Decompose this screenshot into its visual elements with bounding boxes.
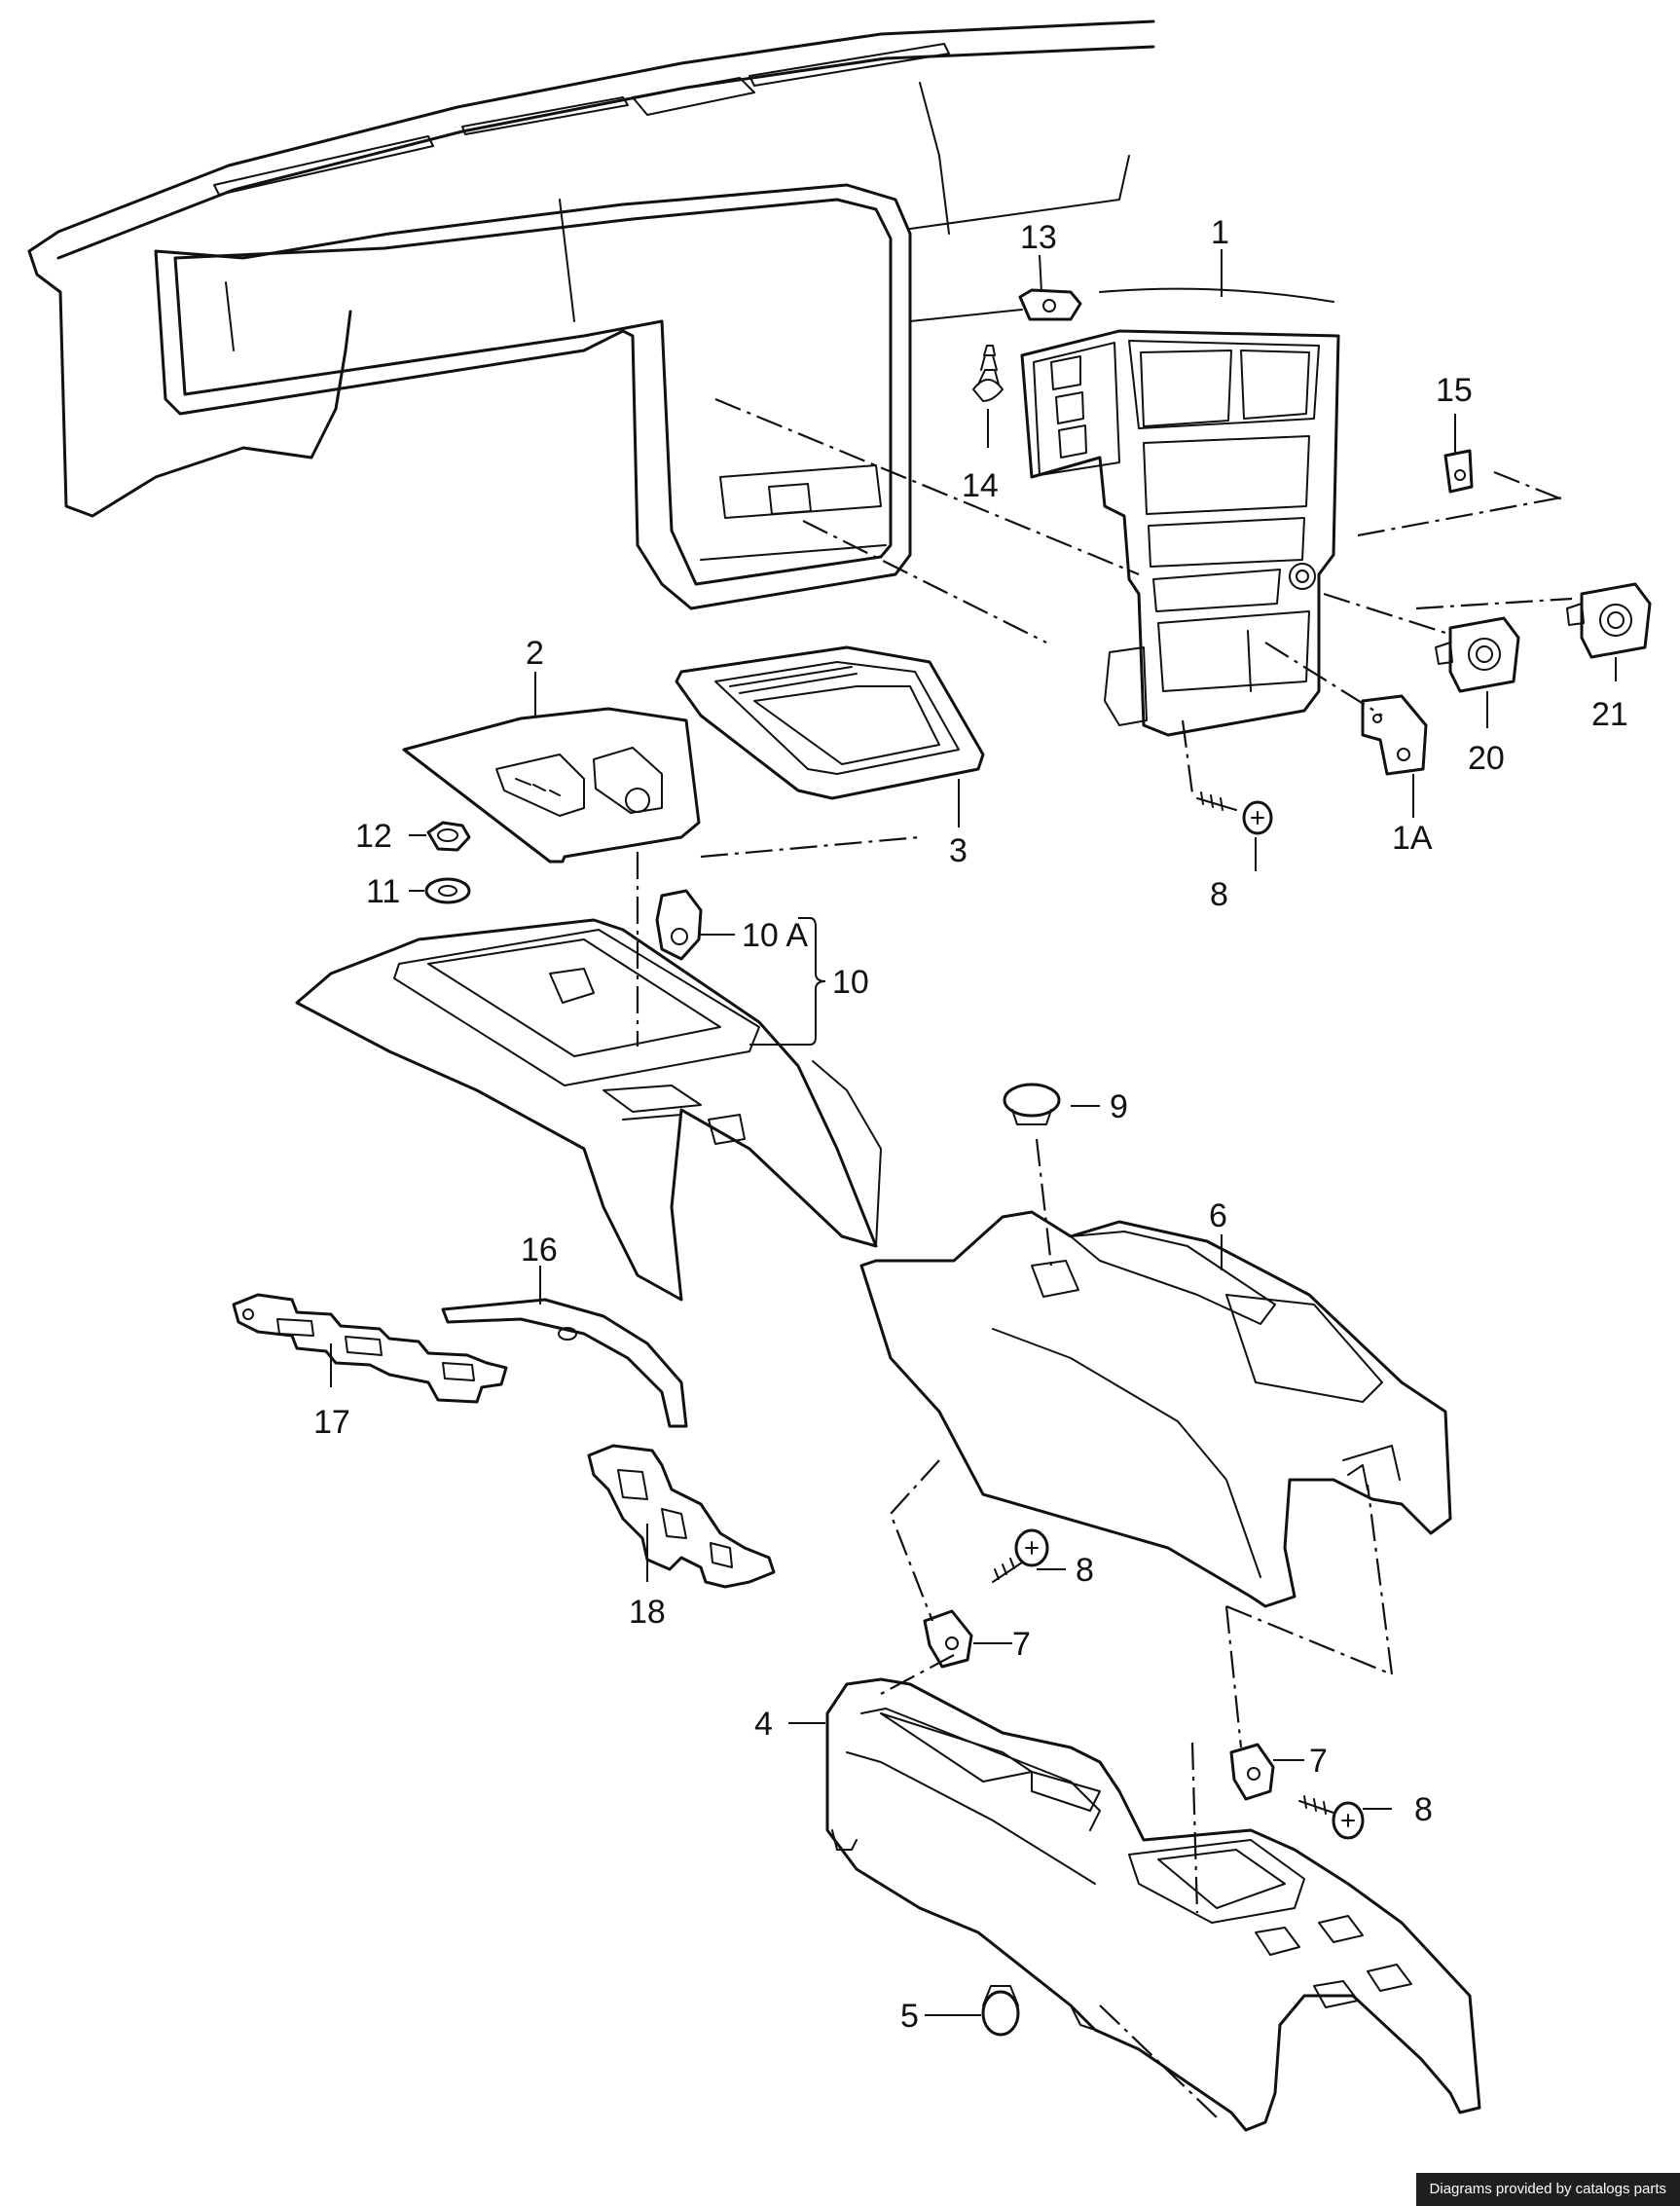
part-11-washer bbox=[424, 877, 471, 904]
part-4-lower-console bbox=[825, 1677, 1481, 2132]
part-1A-bracket bbox=[1361, 694, 1428, 776]
callout-6: 6 bbox=[1209, 1197, 1227, 1234]
part-20-switch bbox=[1435, 616, 1520, 693]
callout-9: 9 bbox=[1110, 1088, 1128, 1125]
part-6-console-cover bbox=[859, 1210, 1452, 1608]
callout-10A: 10 A bbox=[742, 917, 808, 954]
callout-4: 4 bbox=[754, 1706, 773, 1743]
callout-14: 14 bbox=[962, 467, 999, 504]
callout-7-top: 7 bbox=[1012, 1626, 1031, 1663]
part-17-bracket bbox=[232, 1293, 508, 1404]
part-3-trim-frame bbox=[675, 645, 985, 800]
callout-12: 12 bbox=[355, 818, 392, 855]
callout-5: 5 bbox=[900, 1998, 919, 2035]
callout-labels: 1 1A 2 3 4 5 6 7 7 8 8 8 9 10 10 A 11 12… bbox=[313, 214, 1628, 2035]
part-7-speed-nut-top bbox=[923, 1609, 973, 1669]
callout-1: 1 bbox=[1211, 214, 1229, 251]
part-7-speed-nut-bottom bbox=[1229, 1743, 1275, 1801]
callout-20: 20 bbox=[1468, 740, 1505, 777]
part-12-nut bbox=[426, 821, 471, 852]
part-15-clip bbox=[1443, 449, 1474, 494]
part-21-switch bbox=[1566, 582, 1652, 659]
callout-16: 16 bbox=[521, 1232, 558, 1268]
assembly-lines bbox=[636, 397, 1573, 2118]
credit-footer: Diagrams provided by catalogs parts bbox=[1415, 2173, 1680, 2206]
part-1-trim-panel bbox=[1020, 287, 1340, 737]
part-9-plug bbox=[1003, 1083, 1061, 1125]
callout-1A: 1A bbox=[1392, 820, 1433, 857]
callout-2: 2 bbox=[526, 635, 544, 672]
part-18-bracket bbox=[587, 1444, 776, 1589]
callout-10: 10 bbox=[832, 964, 869, 1001]
part-8-screw-bottom bbox=[1298, 1795, 1365, 1840]
part-16-trim-strip bbox=[441, 1298, 688, 1428]
part-10-console bbox=[295, 918, 882, 1302]
callout-21: 21 bbox=[1591, 696, 1628, 733]
callout-7-bottom: 7 bbox=[1309, 1743, 1328, 1780]
callout-8-bottom: 8 bbox=[1414, 1791, 1433, 1828]
dashboard-panel bbox=[27, 19, 1155, 610]
callout-8-middle: 8 bbox=[1076, 1552, 1094, 1589]
callout-3: 3 bbox=[949, 832, 968, 869]
callout-17: 17 bbox=[313, 1404, 350, 1441]
part-13-clip bbox=[1018, 288, 1082, 321]
part-14-rivet bbox=[972, 345, 1004, 402]
part-8-screw-top bbox=[1196, 791, 1273, 835]
callout-11: 11 bbox=[366, 873, 400, 910]
callout-8-top: 8 bbox=[1210, 876, 1228, 913]
part-2-shift-cover bbox=[402, 707, 701, 864]
callout-13: 13 bbox=[1020, 219, 1057, 256]
callout-18: 18 bbox=[629, 1594, 666, 1631]
part-8-screw-middle bbox=[992, 1528, 1049, 1583]
callout-15: 15 bbox=[1436, 372, 1473, 409]
part-5-plug bbox=[981, 1985, 1020, 2037]
leader-lines bbox=[330, 249, 1617, 2016]
part-10A-clip bbox=[655, 889, 703, 961]
